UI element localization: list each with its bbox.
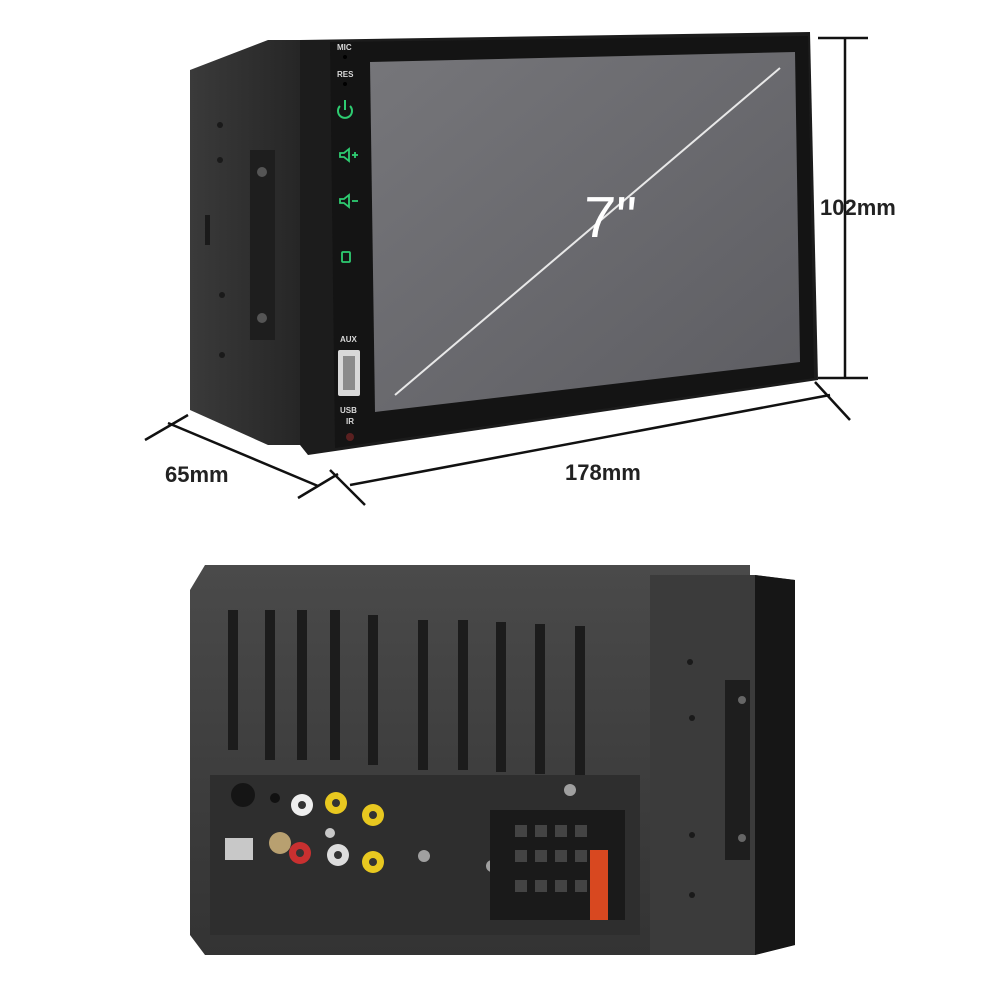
mic-hole [343,55,347,59]
ir-sensor [346,433,354,441]
heat-sink-fins [228,610,585,776]
side-hole [689,832,695,838]
side-slot [205,215,210,245]
side-chassis [190,40,300,445]
side-screw [738,834,746,842]
front-edge [755,575,795,955]
side-hole [219,352,225,358]
screen-size-label: 7" [580,185,639,250]
back-view [190,565,795,955]
mount-screw [257,167,267,177]
reset-hole [343,82,347,86]
side-hole [217,122,223,128]
rca-connectors [289,792,384,873]
side-hole [217,157,223,163]
fuse [590,850,608,920]
volume-down-icon[interactable] [339,193,358,209]
volume-up-icon[interactable] [339,147,358,163]
usb-label: USB [340,406,357,415]
panel-screw [418,850,430,862]
depth-dimension: 65mm [165,462,229,487]
ir-label: IR [346,417,354,426]
aux-label: AUX [340,335,357,344]
mic-label: MIC [337,43,352,52]
usb-port-inner [343,356,355,390]
camera-jack [269,832,291,854]
front-view [190,32,818,455]
panel-screw [564,784,576,796]
res-label: RES [337,70,354,79]
screen-diagonal [394,67,781,396]
mount-screw [257,313,267,323]
connector-pins [515,825,587,892]
mount-bracket [250,150,275,340]
side-screw [738,696,746,704]
height-dimension: 102mm [820,195,896,220]
dimension-lines [144,36,868,506]
side-hole [689,715,695,721]
side-hole [687,659,693,665]
small-jack [270,793,280,803]
home-icon[interactable] [341,251,351,263]
rear-usb-port [225,838,253,860]
side-hole [219,292,225,298]
side-bracket [725,680,750,860]
antenna-jack [231,783,255,807]
width-dimension: 178mm [565,460,641,485]
power-icon[interactable] [337,100,353,119]
side-hole [689,892,695,898]
